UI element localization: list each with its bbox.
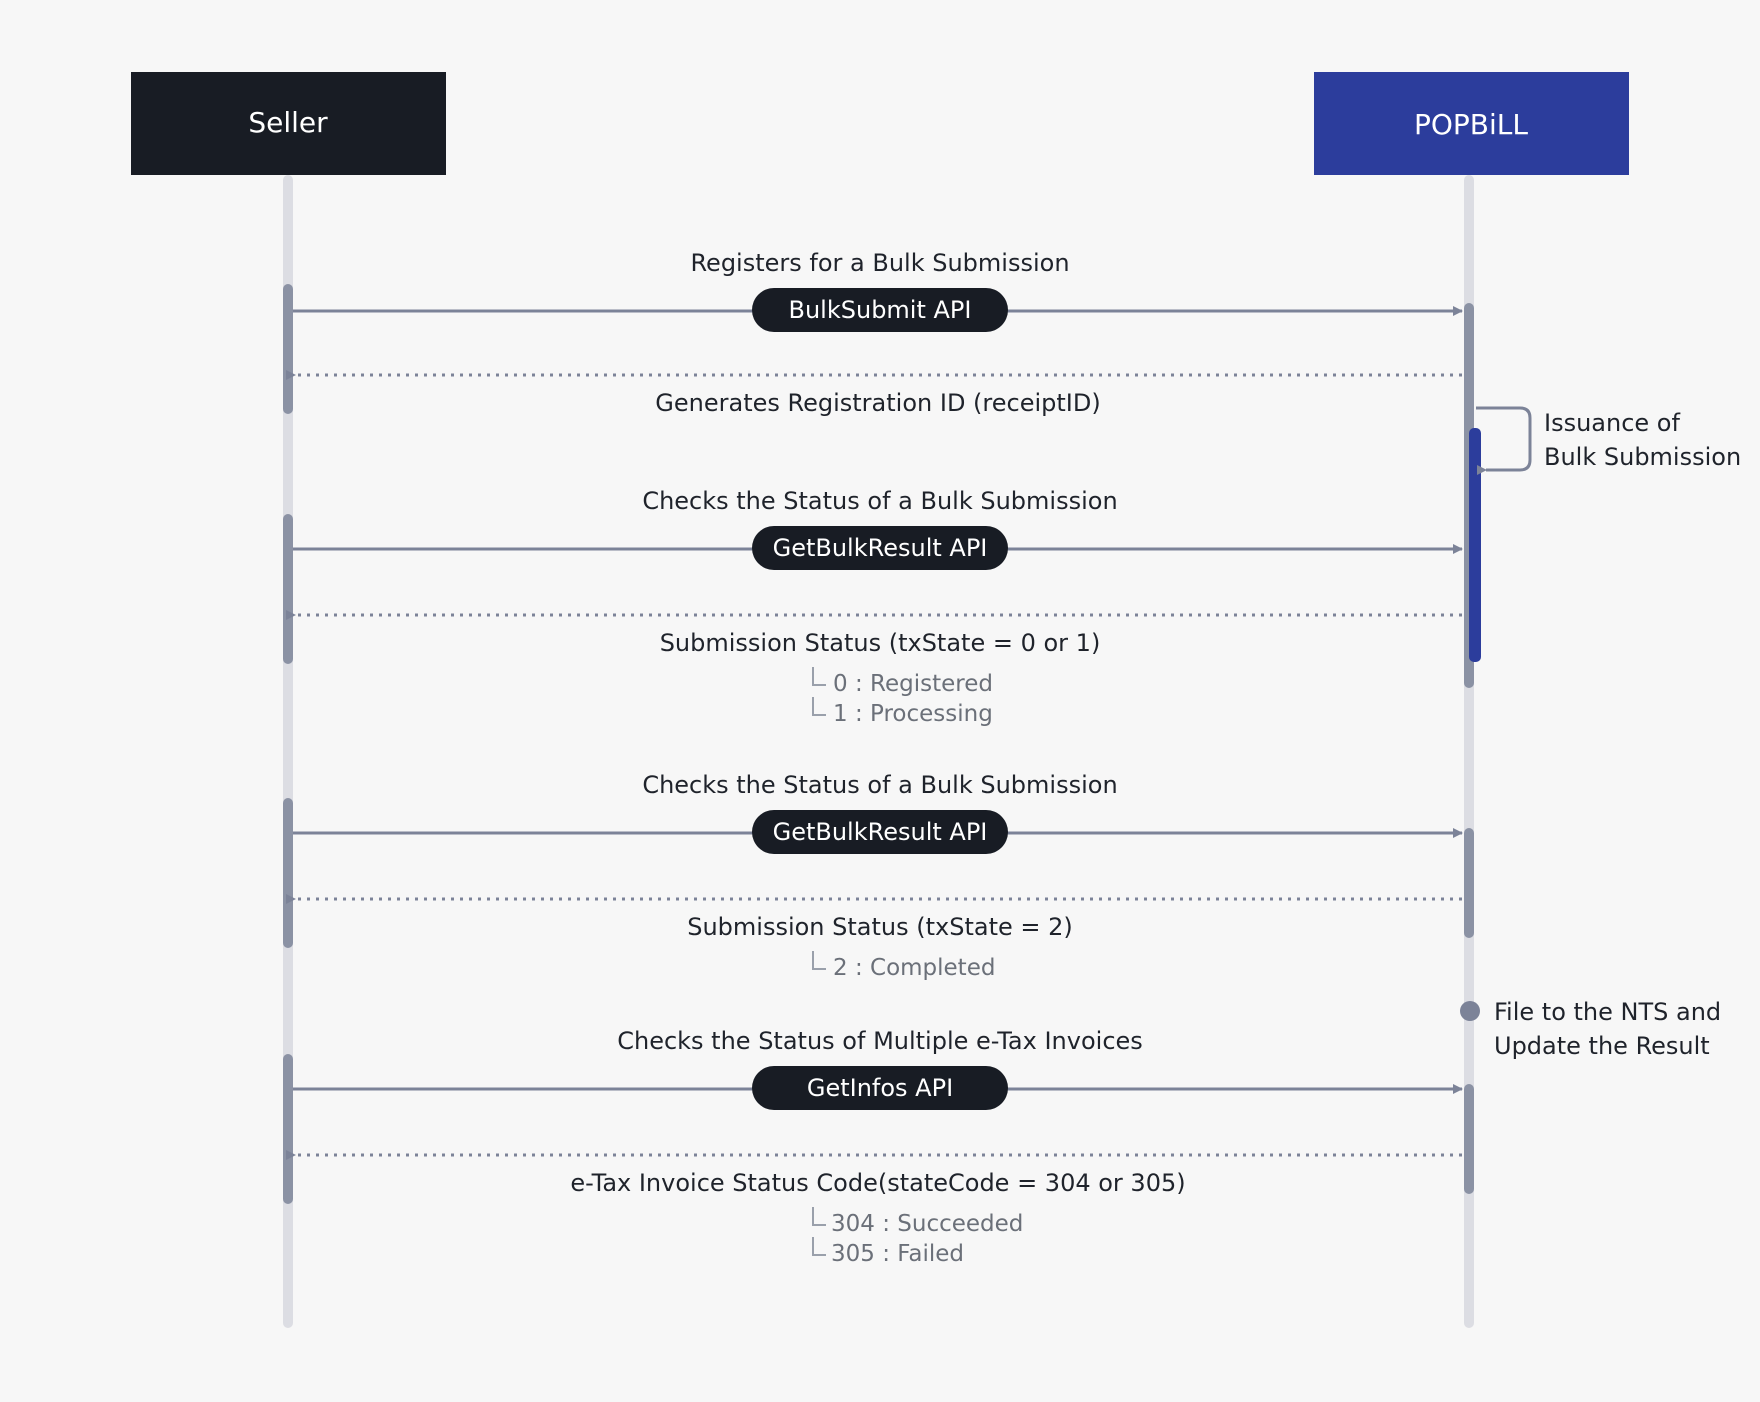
seller-header: Seller [131, 72, 446, 175]
seller-activation-3 [283, 798, 293, 948]
return-label: Submission Status (txState = 2) [687, 913, 1073, 941]
seller-activation-4 [283, 1054, 293, 1204]
event-dot [1460, 1001, 1480, 1021]
note-branch-icon [812, 697, 826, 716]
seller-activation-1 [283, 284, 293, 414]
note-item: 305 : Failed [831, 1241, 964, 1267]
call-label: Checks the Status of a Bulk Submission [642, 771, 1117, 799]
self-call-label-line2: Bulk Submission [1544, 443, 1741, 471]
step-1: Registers for a Bulk Submission BulkSubm… [286, 249, 1463, 417]
popbill-header: POPBiLL [1314, 72, 1629, 175]
api-pill [752, 526, 1008, 570]
note-branch-icon [812, 1207, 826, 1226]
note-branch-icon [812, 1237, 826, 1256]
api-pill-label: GetInfos API [807, 1074, 953, 1102]
return-label: e-Tax Invoice Status Code(stateCode = 30… [570, 1169, 1185, 1197]
return-label: Generates Registration ID (receiptID) [655, 389, 1100, 417]
seller-activation-2 [283, 514, 293, 664]
event-label-line2: Update the Result [1494, 1032, 1710, 1060]
api-pill-label: BulkSubmit API [789, 296, 972, 324]
popbill-activation-3 [1464, 1084, 1474, 1194]
api-pill [752, 810, 1008, 854]
self-call-arrow [1476, 406, 1532, 475]
step-3: Checks the Status of a Bulk Submission G… [286, 771, 1463, 981]
step-4: Checks the Status of Multiple e-Tax Invo… [286, 1027, 1463, 1267]
note-branch-icon [812, 951, 826, 970]
popbill-header-label: POPBiLL [1414, 108, 1528, 141]
call-label: Checks the Status of Multiple e-Tax Invo… [617, 1027, 1143, 1055]
api-pill-label: GetBulkResult API [773, 534, 988, 562]
popbill-activation-2 [1464, 828, 1474, 938]
note-item: 0 : Registered [833, 671, 993, 697]
event-label-line1: File to the NTS and [1494, 998, 1721, 1026]
api-pill [752, 1066, 1008, 1110]
note-branch-icon [812, 667, 826, 686]
step-2: Checks the Status of a Bulk Submission G… [286, 487, 1463, 727]
api-pill-label: GetBulkResult API [773, 818, 988, 846]
call-label: Checks the Status of a Bulk Submission [642, 487, 1117, 515]
seller-header-label: Seller [248, 106, 328, 139]
self-call-label-line1: Issuance of [1544, 409, 1680, 437]
note-item: 1 : Processing [833, 701, 993, 727]
api-pill [752, 288, 1008, 332]
popbill-activation-blue [1469, 428, 1481, 662]
note-item: 304 : Succeeded [831, 1211, 1023, 1237]
seller-lifeline [283, 175, 293, 1328]
note-item: 2 : Completed [833, 955, 995, 981]
return-label: Submission Status (txState = 0 or 1) [660, 629, 1101, 657]
call-label: Registers for a Bulk Submission [690, 249, 1069, 277]
